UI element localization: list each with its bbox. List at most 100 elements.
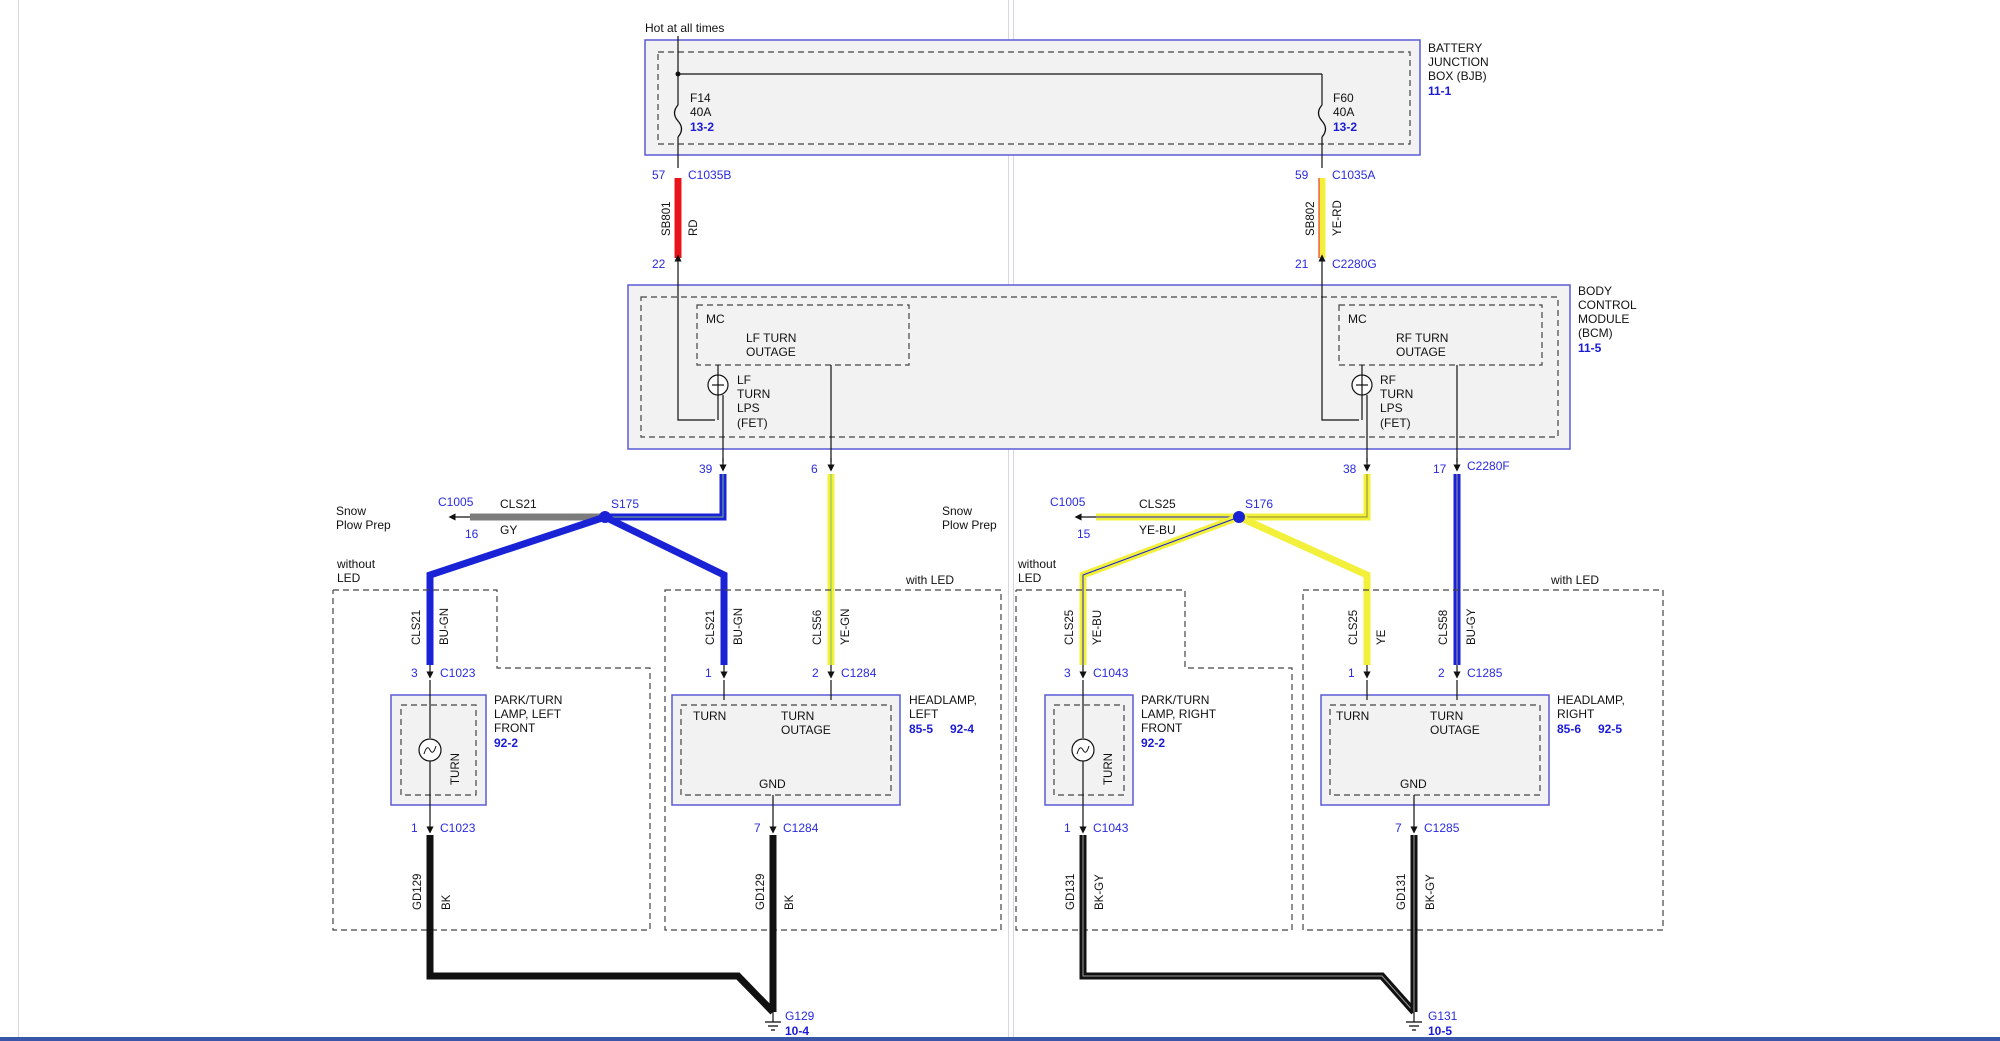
conn-c1284-bottom: C1284 (783, 821, 819, 835)
conn-c1284-top: C1284 (841, 666, 877, 680)
bjb-title-2: JUNCTION (1428, 55, 1489, 69)
pin-21: 21 (1295, 257, 1309, 271)
head-r-title-2: RIGHT (1557, 707, 1595, 721)
bcm-inner-dashed (640, 296, 1559, 438)
head-r-gnd-label: GND (1400, 777, 1427, 791)
with-led-label-r: with LED (1550, 573, 1599, 587)
without-led-r-2: LED (1018, 571, 1042, 585)
headlamp-right (1320, 694, 1550, 806)
fuse-f14-name: F14 (690, 91, 711, 105)
pin-39: 39 (699, 462, 713, 476)
wire-bk-gy-park (1079, 835, 1417, 1015)
fuse-f60-rating: 40A (1333, 105, 1354, 119)
rf-mc-box (1338, 304, 1543, 366)
circuit-gd129-park: GD129 (412, 874, 424, 910)
bcm-outline (627, 284, 1571, 450)
head-r-title-1: HEADLAMP, (1557, 693, 1625, 707)
color-bu-gy: BU-GY (1466, 608, 1478, 645)
color-bk-gy-park: BK-GY (1094, 874, 1106, 910)
pin-3-c1023: 3 (411, 666, 418, 680)
conn-c1035a: C1035A (1332, 168, 1375, 182)
color-ye-head: YE (1376, 629, 1388, 645)
circuit-gd131-head: GD131 (1396, 874, 1408, 910)
with-led-box-r (1302, 589, 1664, 931)
fuse-f60-icon (1317, 104, 1327, 138)
pin-7-c1285: 7 (1395, 821, 1402, 835)
circuit-sb801: SB801 (661, 201, 673, 236)
fuse-f14-ref: 13-2 (690, 120, 714, 134)
pin-16: 16 (465, 527, 479, 541)
conn-c1043-bottom: C1043 (1093, 821, 1129, 835)
head-r-outage-2: OUTAGE (1430, 723, 1480, 737)
lf-outage-2: OUTAGE (746, 345, 796, 359)
fuse-f14-icon (673, 104, 683, 138)
ground-g129-ref: 10-4 (785, 1024, 809, 1038)
body-control-module: BODY CONTROL MODULE (BCM) 11-5 MC LF TUR… (627, 266, 1637, 462)
lf-fet-3: LPS (737, 401, 760, 415)
circuit-cls56: CLS56 (812, 610, 824, 645)
lf-fet-1: LF (737, 373, 751, 387)
conn-c2280f: C2280F (1467, 459, 1510, 473)
park-title-3: FRONT (494, 721, 536, 735)
left-turn-circuit: 39 6 Snow Plow Prep C1005 16 CLS21 GY S1… (332, 458, 1002, 1038)
head-ref-2: 92-4 (950, 722, 974, 736)
rf-fet-2: TURN (1380, 387, 1413, 401)
conn-c1005-r: C1005 (1050, 495, 1086, 509)
fuse-f60-name: F60 (1333, 91, 1354, 105)
lf-fet-2: TURN (737, 387, 770, 401)
right-turn-circuit: 38 17 C2280F Snow Plow Prep C1005 15 CLS… (942, 458, 1664, 1038)
upper-wire-left: 57 C1035B SB801 RD 22 (652, 137, 731, 271)
ground-g131: G131 (1428, 1009, 1458, 1023)
lf-fet-4: (FET) (737, 416, 768, 430)
pin-2-c1285: 2 (1438, 666, 1445, 680)
conn-c1035b: C1035B (688, 168, 731, 182)
ground-g131-ref: 10-5 (1428, 1024, 1452, 1038)
park-bulb-label-r: TURN (1103, 753, 1115, 785)
conn-c1023-bottom: C1023 (440, 821, 476, 835)
pin-7-c1284: 7 (754, 821, 761, 835)
conn-c1043-top: C1043 (1093, 666, 1129, 680)
circuit-sb802: SB802 (1305, 201, 1317, 236)
color-rd: RD (688, 219, 700, 236)
circuit-cls58: CLS58 (1438, 610, 1450, 645)
park-bulb-label: TURN (450, 753, 462, 785)
circuit-gd131-park: GD131 (1065, 874, 1077, 910)
pin-1-c1023: 1 (411, 821, 418, 835)
rf-feed-line (1321, 266, 1359, 421)
battery-junction-box: Hot at all times BATTERY JUNCTION BOX (B… (644, 21, 1489, 156)
park-r-title-2: LAMP, RIGHT (1141, 707, 1217, 721)
color-ye-bu-snow: YE-BU (1139, 523, 1176, 537)
head-outage-2: OUTAGE (781, 723, 831, 737)
circuit-gd129-head: GD129 (755, 874, 767, 910)
without-led-box (332, 589, 651, 931)
bjb-title-3: BOX (BJB) (1428, 69, 1487, 83)
park-title-1: PARK/TURN (494, 693, 562, 707)
lf-mc-label: MC (706, 312, 725, 326)
pin-22: 22 (652, 257, 666, 271)
splice-s176: S176 (1245, 497, 1273, 511)
color-ye-gn: YE-GN (840, 609, 852, 645)
pin-2-c1284: 2 (812, 666, 819, 680)
upper-wire-right: 59 C1035A SB802 YE-RD 21 C2280G (1295, 137, 1377, 271)
circuit-cls25-head: CLS25 (1348, 610, 1360, 645)
pin-38: 38 (1343, 462, 1357, 476)
wire-bu-gn-park (426, 513, 607, 665)
without-led-box-r (1015, 589, 1293, 931)
bjb-inner-dashed (657, 51, 1411, 145)
head-r-outage-1: TURN (1430, 709, 1463, 723)
lf-outage-1: LF TURN (746, 331, 796, 345)
color-ye-rd: YE-RD (1332, 200, 1344, 236)
splice-s175-dot (599, 511, 611, 523)
pin-59: 59 (1295, 168, 1309, 182)
head-title-2: LEFT (909, 707, 939, 721)
color-bk-head: BK (784, 894, 796, 910)
snow-1: Snow (336, 504, 366, 518)
bcm-title-1: BODY (1578, 284, 1612, 298)
conn-c1285-top: C1285 (1467, 666, 1503, 680)
without-led-2: LED (337, 571, 361, 585)
rf-fet-3: LPS (1380, 401, 1403, 415)
pin-1-head-r: 1 (1348, 666, 1355, 680)
head-title-1: HEADLAMP, (909, 693, 977, 707)
bjb-title-1: BATTERY (1428, 41, 1482, 55)
lf-feed-line (677, 266, 715, 421)
